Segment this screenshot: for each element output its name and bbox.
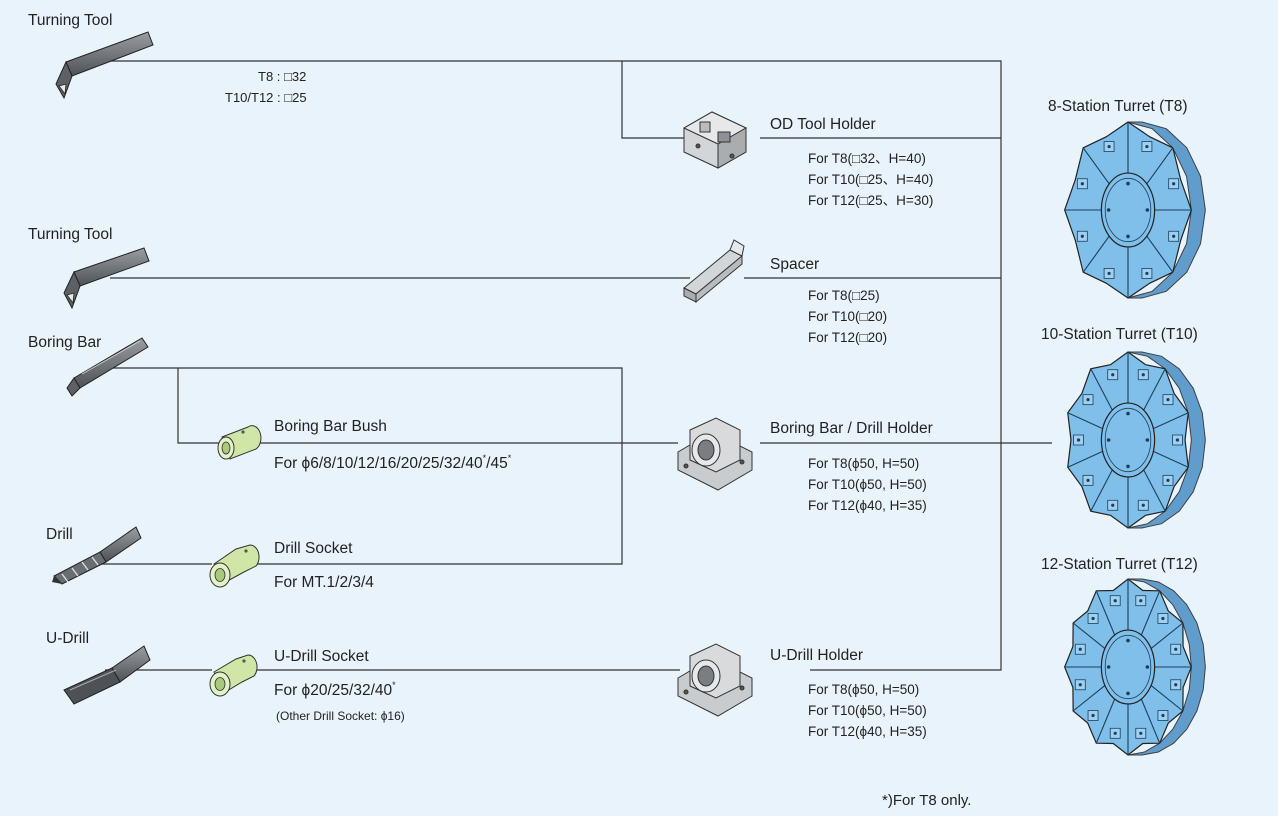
drill-socket-icon — [210, 545, 259, 587]
u-drill-socket-label: U-Drill Socket — [274, 648, 369, 666]
boring-bar-bush-icon — [218, 426, 261, 459]
turret-t8-icon — [1065, 122, 1206, 298]
spacer-spec-t12: For T12(□20) — [808, 327, 887, 348]
drill-socket-spec: For MT.1/2/3/4 — [274, 574, 374, 592]
boring-bar-drill-holder-spec-t10: For T10(ϕ50, H=50) — [808, 474, 927, 495]
u-drill-holder-label: U-Drill Holder — [770, 647, 863, 665]
u-drill-icon — [64, 646, 150, 704]
turret-t8-label: 8-Station Turret (T8) — [1048, 98, 1188, 116]
boring-bar-drill-holder-spec-t12: For T12(ϕ40, H=35) — [808, 495, 927, 516]
drill-socket-label: Drill Socket — [274, 540, 352, 558]
spacer-icon — [684, 240, 744, 302]
od-tool-holder-spec-t10: For T10(□25、H=40) — [808, 169, 933, 190]
u-drill-holder-spec-t12: For T12(ϕ40, H=35) — [808, 721, 927, 742]
turning-tool-icon — [56, 32, 153, 98]
u-drill-socket-icon — [210, 655, 257, 696]
drill-label: Drill — [46, 526, 73, 544]
u-drill-holder-icon — [678, 644, 752, 716]
u-drill-label: U-Drill — [46, 630, 89, 648]
u-drill-holder-spec-t10: For T10(ϕ50, H=50) — [808, 700, 927, 721]
spacer-spec-t10: For T10(□20) — [808, 306, 887, 327]
turning-tool-note-t8: T8 : □32 — [258, 66, 306, 87]
turning-tool-label: Turning Tool — [28, 226, 112, 244]
footnote: *)For T8 only. — [882, 792, 971, 809]
boring-bar-drill-holder-spec-t8: For T8(ϕ50, H=50) — [808, 453, 919, 474]
boring-bar-bush-label: Boring Bar Bush — [274, 418, 387, 436]
u-drill-holder-spec-t8: For T8(ϕ50, H=50) — [808, 679, 919, 700]
boring-bar-drill-holder-icon — [678, 418, 752, 490]
turning-tool-note-t10-t12: T10/T12 : □25 — [225, 88, 307, 108]
turning-tool-label: Turning Tool — [28, 12, 112, 30]
od-tool-holder-label: OD Tool Holder — [770, 116, 876, 134]
turret-t12-icon — [1065, 579, 1206, 755]
turret-t10-icon — [1068, 352, 1206, 528]
spacer-label: Spacer — [770, 256, 819, 274]
boring-bar-bush-spec: For ϕ6/8/10/12/16/20/25/32/40*/45* — [274, 455, 511, 473]
od-tool-holder-spec-t12: For T12(□25、H=30) — [808, 190, 933, 211]
turret-t10-label: 10-Station Turret (T10) — [1041, 326, 1198, 344]
boring-bar-drill-holder-label: Boring Bar / Drill Holder — [770, 420, 933, 438]
turret-t12-label: 12-Station Turret (T12) — [1041, 556, 1198, 574]
u-drill-socket-note: (Other Drill Socket: ϕ16) — [276, 706, 405, 727]
u-drill-socket-spec: For ϕ20/25/32/40* — [274, 682, 396, 700]
spacer-spec-t8: For T8(□25) — [808, 285, 880, 306]
od-tool-holder-spec-t8: For T8(□32、H=40) — [808, 148, 926, 169]
od-tool-holder-icon — [684, 112, 746, 168]
boring-bar-label: Boring Bar — [28, 334, 101, 352]
